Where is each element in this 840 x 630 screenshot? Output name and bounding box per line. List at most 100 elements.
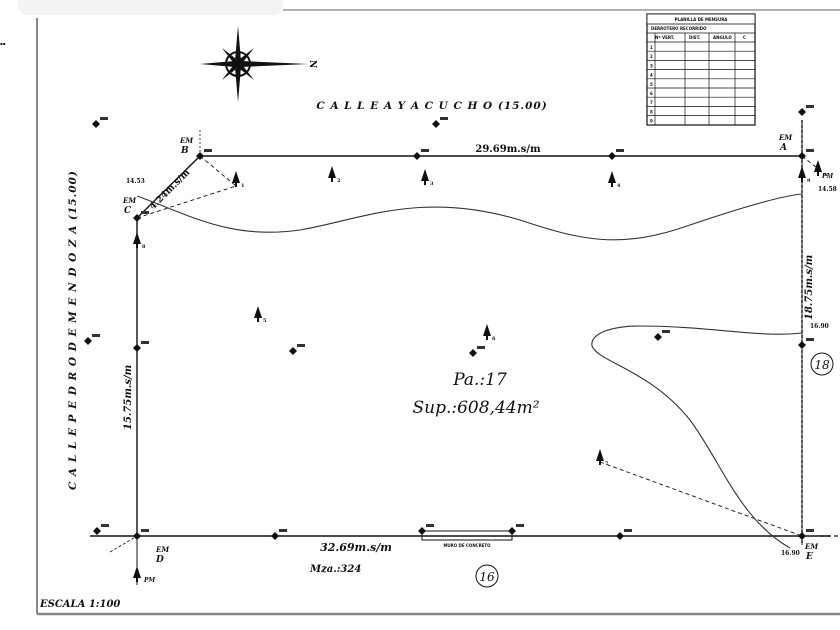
table-row-number: 1 bbox=[650, 45, 653, 50]
table-header-vert: Nº VERT. bbox=[655, 35, 675, 40]
tree-number: 2 bbox=[337, 178, 341, 184]
dimension-east: 18.75m.s/m bbox=[804, 255, 815, 320]
point-elevation-tag bbox=[92, 334, 100, 337]
point-elevation-tag bbox=[662, 330, 670, 333]
dimension-chamfer: 4.24m.s/m bbox=[148, 168, 192, 212]
corner-b-id: B bbox=[180, 146, 189, 156]
tree-icon bbox=[254, 306, 262, 318]
tree-icon bbox=[608, 171, 616, 183]
table-row-number: 6 bbox=[650, 91, 653, 96]
table-header-angle: ANGULO bbox=[713, 35, 732, 40]
survey-table: PLANILLA DE MENSURA DERROTERO RECORRIDO … bbox=[646, 13, 756, 126]
block-label: Mza.:324 bbox=[309, 564, 361, 575]
elevation-south-curve: 16.90 bbox=[781, 550, 800, 557]
elevation-east-curve: 14.58 bbox=[818, 186, 837, 193]
point-elevation-tag bbox=[141, 341, 149, 344]
survey-point-icon bbox=[92, 120, 100, 128]
lot-label: Pa.:17 bbox=[452, 370, 507, 390]
tree-number: 4 bbox=[617, 183, 621, 189]
corner-d-code: EM bbox=[155, 545, 169, 554]
tree-number: 8 bbox=[142, 244, 146, 250]
survey-point-icon bbox=[196, 152, 204, 160]
tree-icon bbox=[421, 169, 429, 181]
point-elevation-tag bbox=[141, 529, 149, 532]
survey-point-icon bbox=[616, 532, 624, 540]
tree-number: 6 bbox=[492, 336, 496, 342]
table-row-number: 7 bbox=[650, 100, 653, 105]
survey-point-icon bbox=[608, 152, 616, 160]
corner-b-code: EM bbox=[179, 136, 193, 145]
survey-point-icon bbox=[289, 347, 297, 355]
point-elevation-tag bbox=[806, 149, 814, 152]
neighbor-lot-16: 16 bbox=[475, 564, 499, 588]
dimension-north: 29.69m.s/m bbox=[475, 144, 541, 155]
dimension-west: 15.75m.s/m bbox=[123, 365, 134, 430]
tree-number: 3 bbox=[430, 181, 434, 187]
tree-icon bbox=[814, 160, 822, 172]
pm-label-south: PM bbox=[143, 577, 156, 584]
viewer-tab-strip bbox=[18, 0, 283, 15]
boundary-chamfer bbox=[136, 155, 201, 219]
scale-label: ESCALA 1:100 bbox=[39, 599, 120, 610]
tree-number: 1 bbox=[241, 183, 244, 189]
tree-icon bbox=[798, 166, 806, 178]
table-row-number: 4 bbox=[650, 73, 653, 78]
table-row-number: 2 bbox=[650, 54, 653, 59]
tree-number: 9 bbox=[807, 178, 811, 184]
svg-text:18: 18 bbox=[814, 358, 830, 372]
table-row-number: 5 bbox=[650, 82, 653, 87]
tree-number: 7 bbox=[605, 461, 609, 467]
area-label: Sup.:608,44m² bbox=[412, 398, 539, 418]
pm-label-east: PM bbox=[821, 173, 834, 180]
point-elevation-tag bbox=[101, 524, 109, 527]
point-elevation-tag bbox=[426, 524, 434, 527]
compass-north-label: N bbox=[307, 60, 317, 68]
dimension-south: 32.69m.s/m bbox=[320, 541, 392, 554]
point-elevation-tag bbox=[616, 149, 624, 152]
survey-point-icon bbox=[798, 108, 806, 116]
tree-icon bbox=[232, 171, 240, 183]
point-elevation-tag bbox=[204, 149, 212, 152]
table-header-dist: DIST. bbox=[689, 35, 701, 40]
survey-point-icon bbox=[93, 527, 101, 535]
survey-point-icon bbox=[84, 337, 92, 345]
survey-point-icon bbox=[654, 333, 662, 341]
survey-point-icon bbox=[133, 344, 141, 352]
point-elevation-tag bbox=[806, 529, 814, 532]
tree-icon bbox=[483, 324, 491, 336]
survey-point-icon bbox=[271, 532, 279, 540]
survey-point-icon bbox=[798, 152, 806, 160]
table-row-number: 9 bbox=[650, 119, 653, 124]
street-north-label: C A L L E A Y A C U C H O (15.00) bbox=[316, 100, 547, 112]
svg-text:MURO DE CONCRETO: MURO DE CONCRETO bbox=[443, 543, 491, 548]
survey-point-icon bbox=[418, 527, 426, 535]
neighbor-lot-18: 18 bbox=[810, 352, 834, 376]
table-header-c: C bbox=[743, 35, 746, 40]
survey-point-icon bbox=[413, 152, 421, 160]
corner-e-code: EM bbox=[804, 542, 818, 551]
corner-a-id: A bbox=[779, 143, 787, 153]
compass-rose-icon: N bbox=[200, 26, 317, 102]
corner-c-code: EM bbox=[122, 196, 136, 205]
point-elevation-tag bbox=[279, 529, 287, 532]
corner-c-id: C bbox=[124, 206, 132, 216]
table-title: PLANILLA DE MENSURA bbox=[675, 17, 729, 22]
point-elevation-tag bbox=[806, 105, 814, 108]
tree-icon bbox=[133, 232, 141, 244]
point-elevation-tag bbox=[806, 338, 814, 341]
street-west-label: C A L L E P E D R O D E M E N D O Z A (1… bbox=[67, 170, 79, 490]
point-elevation-tag bbox=[421, 149, 429, 152]
tree-icon bbox=[596, 449, 604, 461]
point-elevation-tag bbox=[440, 117, 448, 120]
tree-icon bbox=[133, 566, 141, 578]
svg-text:16: 16 bbox=[479, 570, 495, 584]
point-elevation-tag bbox=[141, 211, 149, 214]
survey-point-icon bbox=[798, 532, 806, 540]
point-elevation-tag bbox=[100, 117, 108, 120]
tree-number: 5 bbox=[263, 318, 267, 324]
elevation-east-contour: 16.90 bbox=[810, 323, 829, 330]
corner-a-code: EM bbox=[778, 133, 792, 142]
tree-icon bbox=[328, 166, 336, 178]
